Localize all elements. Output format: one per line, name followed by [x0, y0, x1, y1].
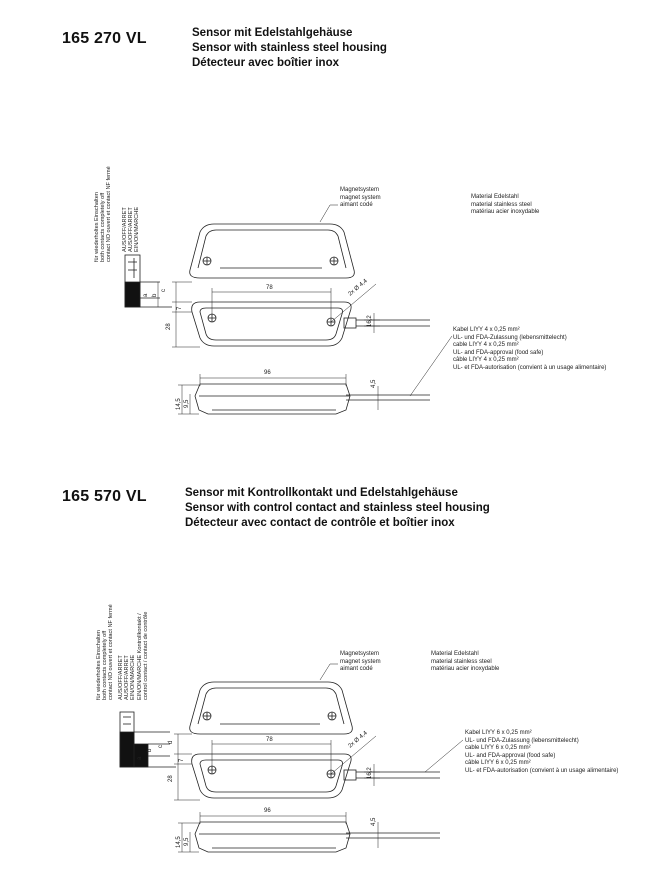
dim-14-5: 14,5: [176, 398, 182, 410]
model-number: 165 570 VL: [62, 488, 147, 505]
dim-c: c: [158, 745, 164, 748]
dim-7: 7: [179, 758, 185, 762]
dim-78: 78: [266, 737, 273, 743]
title-en: Sensor with control contact and stainles…: [185, 502, 490, 514]
title-de: Sensor mit Edelstahlgehäuse: [192, 27, 353, 39]
drawing-1: 78 96 28 7 16,2 4,5 14,5 9,5 2x Ø 4,4 a …: [124, 204, 453, 415]
dim-a: a: [137, 756, 143, 760]
dim-b: b: [152, 293, 158, 297]
magnet-label: Magnetsystem magnet system aimant codé: [340, 187, 381, 208]
dim-b: b: [147, 748, 153, 752]
dim-78: 78: [266, 285, 273, 291]
dim-28: 28: [166, 323, 172, 330]
material-label: Material Edelstahl material stainless st…: [471, 194, 540, 215]
dim-96: 96: [264, 808, 271, 814]
dim-hole: 2x Ø 4,4: [347, 730, 369, 750]
title-de: Sensor mit Kontrollkontakt und Edelstahl…: [185, 487, 458, 499]
dim-9-5: 9,5: [184, 837, 190, 846]
dim-4-5: 4,5: [371, 379, 377, 388]
dim-c: c: [161, 289, 167, 292]
sensor-top-view: [191, 753, 352, 799]
sensor-top-view: [191, 301, 352, 347]
dim-28: 28: [168, 775, 174, 782]
magnet-top-view: [189, 223, 355, 279]
dim-14-5: 14,5: [176, 836, 182, 848]
model-number: 165 270 VL: [62, 30, 147, 47]
sensor-side-view: [194, 821, 351, 853]
sensor-side-view: [194, 383, 351, 415]
dim-4-5: 4,5: [371, 817, 377, 826]
title-fr: Détecteur avec contact de contrôle et bo…: [185, 517, 455, 529]
dim-9-5: 9,5: [184, 399, 190, 408]
dim-7: 7: [177, 306, 183, 310]
dim-a: a: [143, 293, 149, 297]
title-en: Sensor with stainless steel housing: [192, 42, 387, 54]
title-block: Sensor mit Edelstahlgehäuse Sensor with …: [192, 26, 387, 71]
dim-16-2: 16,2: [367, 315, 373, 327]
dim-16-2: 16,2: [367, 767, 373, 779]
cable-label: Kabel LIYY 6 x 0,25 mm² UL- und FDA-Zula…: [465, 730, 619, 774]
magnet-top-view: [189, 681, 353, 735]
cable-label: Kabel LIYY 4 x 0,25 mm² UL- und FDA-Zula…: [453, 327, 607, 371]
title-fr: Détecteur avec boîtier inox: [192, 57, 339, 69]
dim-96: 96: [264, 370, 271, 376]
magnet-label: Magnetsystem magnet system aimant codé: [340, 651, 381, 672]
dim-d: d: [168, 741, 174, 744]
material-label: Material Edelstahl material stainless st…: [431, 651, 500, 672]
title-block: Sensor mit Kontrollkontakt und Edelstahl…: [185, 486, 490, 531]
